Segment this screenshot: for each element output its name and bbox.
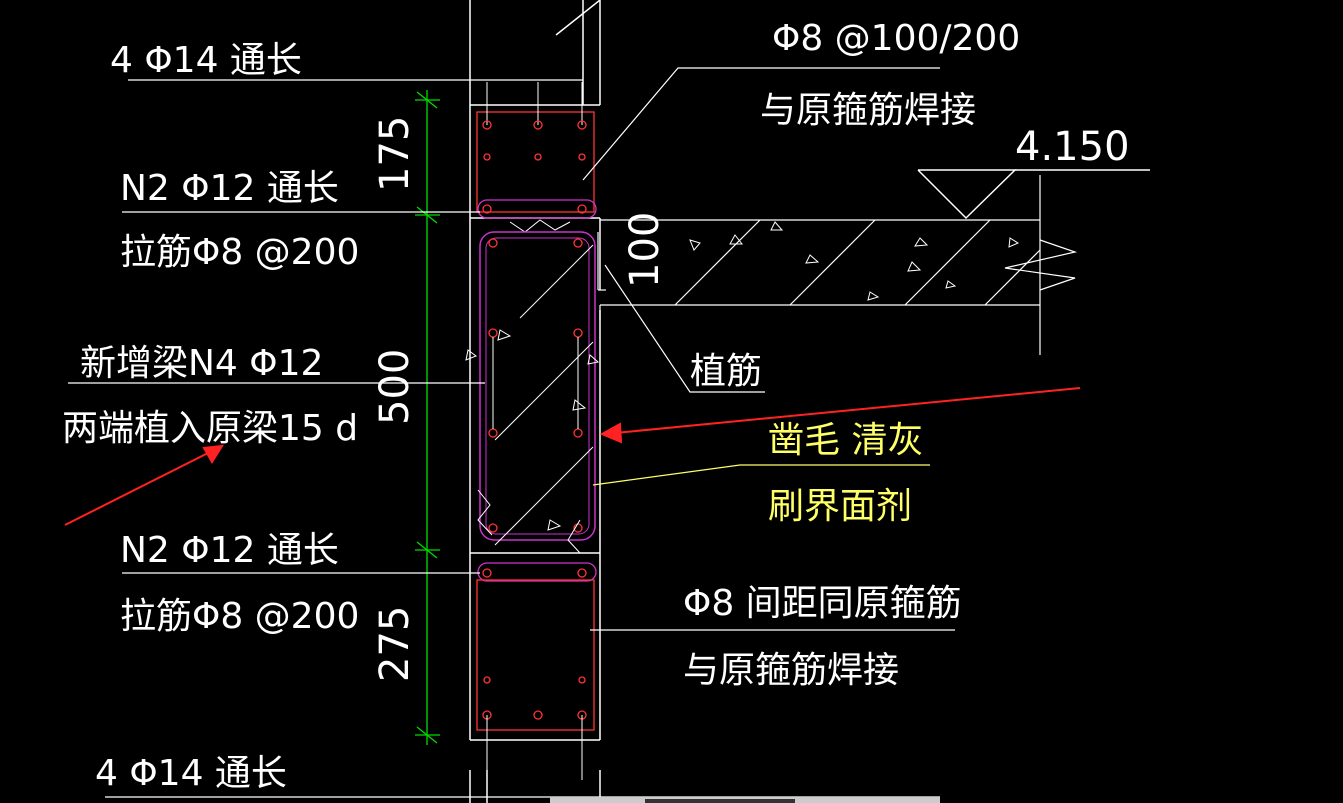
label-slab-thickness: 100 xyxy=(622,212,668,288)
label-roughen: 凿毛 清灰 xyxy=(768,420,923,461)
red-arrows xyxy=(64,387,1081,526)
elevation-label: 4.150 xyxy=(1015,124,1130,170)
label-n2-upper: N2 Φ12 通长 xyxy=(120,168,339,209)
lower-beam-section xyxy=(476,562,597,780)
upper-beam-section xyxy=(476,82,597,233)
label-tie-lower: 拉筋Φ8 @200 xyxy=(120,596,359,637)
label-stirrup-spacing: Φ8 间距同原箍筋 xyxy=(683,583,962,624)
dimension-top: 175 xyxy=(372,116,418,192)
new-beam-section xyxy=(465,231,600,554)
label-embed-note: 两端植入原梁15 d xyxy=(62,408,358,449)
label-stirrup-weld-lower: 与原箍筋焊接 xyxy=(683,650,899,691)
label-stirrup-weld: 与原箍筋焊接 xyxy=(760,90,976,131)
label-bottom-rebar: 4 Φ14 通长 xyxy=(95,753,287,794)
bottom-toolbar-slot xyxy=(645,799,795,803)
label-tie-upper: 拉筋Φ8 @200 xyxy=(120,232,359,273)
dimension-bottom: 275 xyxy=(372,606,418,682)
elevation-marker xyxy=(917,169,1150,220)
yellow-leader xyxy=(592,464,930,486)
dimension-line xyxy=(415,90,440,745)
slab-aggregate-marks xyxy=(689,221,1020,301)
label-n2-lower: N2 Φ12 通长 xyxy=(120,530,339,571)
label-stirrup-main: Φ8 @100/200 xyxy=(772,18,1020,59)
floor-slab xyxy=(597,175,1078,355)
dimension-middle: 500 xyxy=(372,349,418,425)
label-anchor: 植筋 xyxy=(690,351,762,392)
label-new-beam: 新增梁N4 Φ12 xyxy=(80,343,323,384)
label-top-rebar: 4 Φ14 通长 xyxy=(110,40,302,81)
label-agent: 刷界面剂 xyxy=(768,486,912,527)
